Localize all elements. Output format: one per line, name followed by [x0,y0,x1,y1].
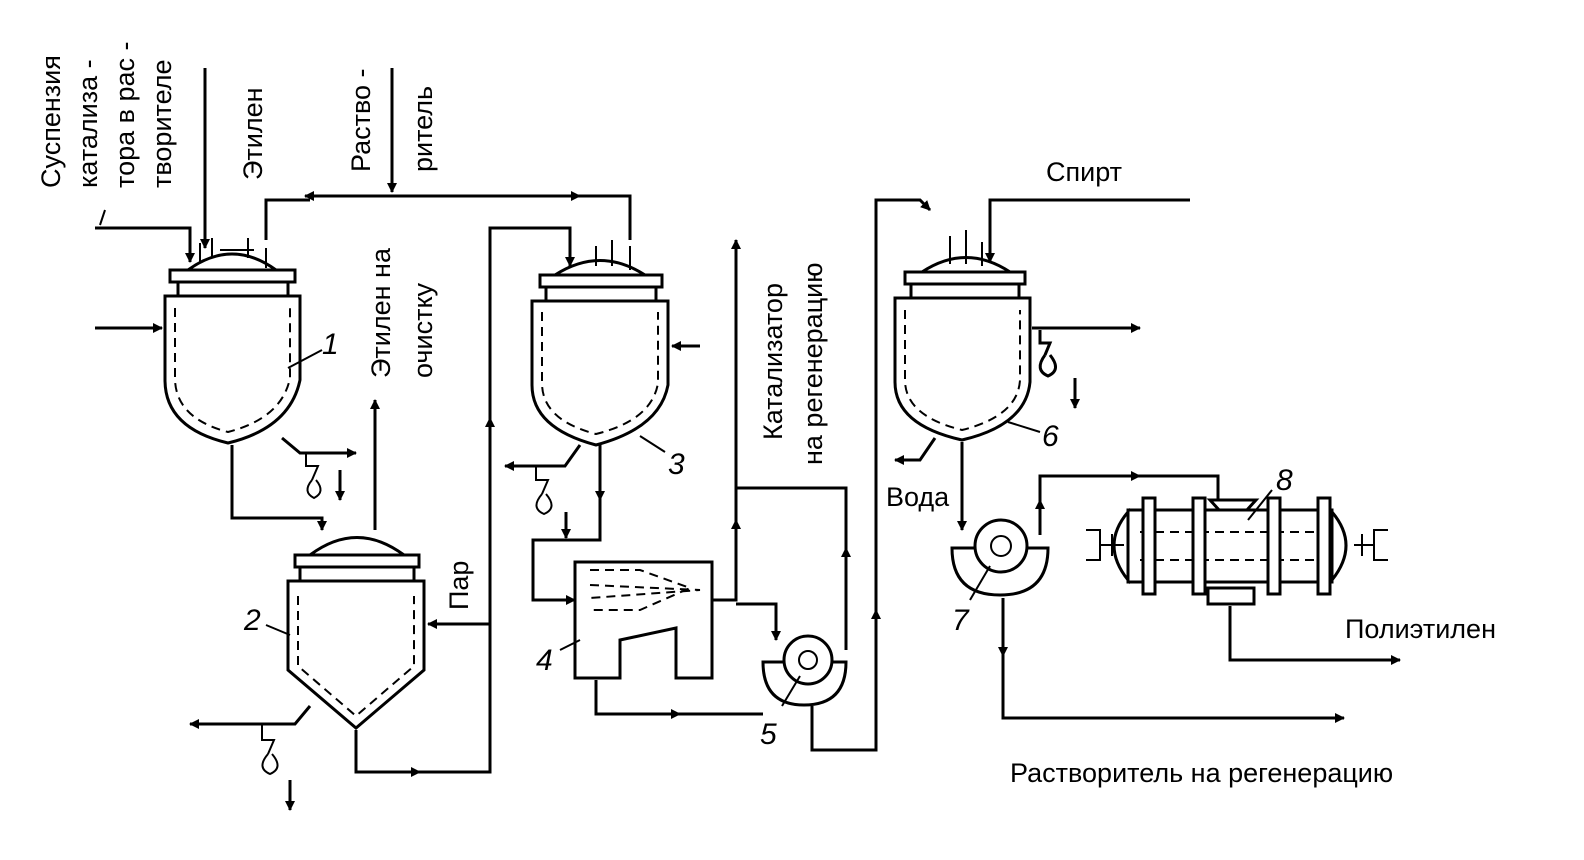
solvent-label-line-2: ритель [408,86,438,172]
water-label: Вода [886,482,950,512]
vessel-6-piping [894,198,1190,531]
ethylene-label: Этилен [238,87,268,180]
polyethylene-label: Полиэтилен [1345,614,1496,644]
steam-label: Пар [444,561,474,610]
equipment-number-7: 7 [952,604,970,637]
solvent-label-line-1: Раство - [346,68,376,172]
pump-5-piping [810,198,932,752]
reactor-3 [530,240,670,447]
equipment-number-5: 5 [760,718,777,751]
catalyst-to-regeneration-label-line-2: на регенерацию [798,263,828,466]
catalyst-suspension-label-line-3: тора в рас - [110,42,140,188]
equipment-number-8: 8 [1276,464,1293,497]
reactor-1-piping [95,68,357,531]
equipment-number-3: 3 [668,448,685,481]
separator-4 [573,560,714,680]
solvent-to-regeneration-label: Растворитель на регенерацию [1010,758,1393,788]
equipment-number-4: 4 [536,644,553,677]
catalyst-suspension-label-line-4: творителе [147,60,177,188]
separator-4-piping [594,239,851,719]
pump-7 [950,518,1050,597]
ethylene-to-purification-label-line-2: очистку [408,282,438,378]
pump-5 [761,634,848,707]
vessel-2-piping [189,399,495,811]
dryer-8 [1086,496,1388,606]
equipment-number-6: 6 [1042,420,1059,453]
reactor-1 [163,238,302,445]
equipment-number-2: 2 [243,604,261,637]
alcohol-label: Спирт [1046,157,1122,187]
solvent-header [304,68,632,240]
reactor-3-piping [488,226,700,605]
catalyst-to-regeneration-label-line-1: Катализатор [758,283,788,440]
catalyst-suspension-label-line-1: Суспензия [36,55,66,188]
catalyst-suspension-label-line-2: катализа - [73,59,103,188]
dryer-8-piping [1228,606,1401,665]
vessel-6 [893,230,1032,442]
equipment-number-1: 1 [322,328,339,361]
pump-7-piping [998,471,1345,723]
vessel-2 [286,536,426,730]
leader-lines [99,209,1273,707]
ethylene-to-purification-label-line-1: Этилен на [366,247,396,378]
